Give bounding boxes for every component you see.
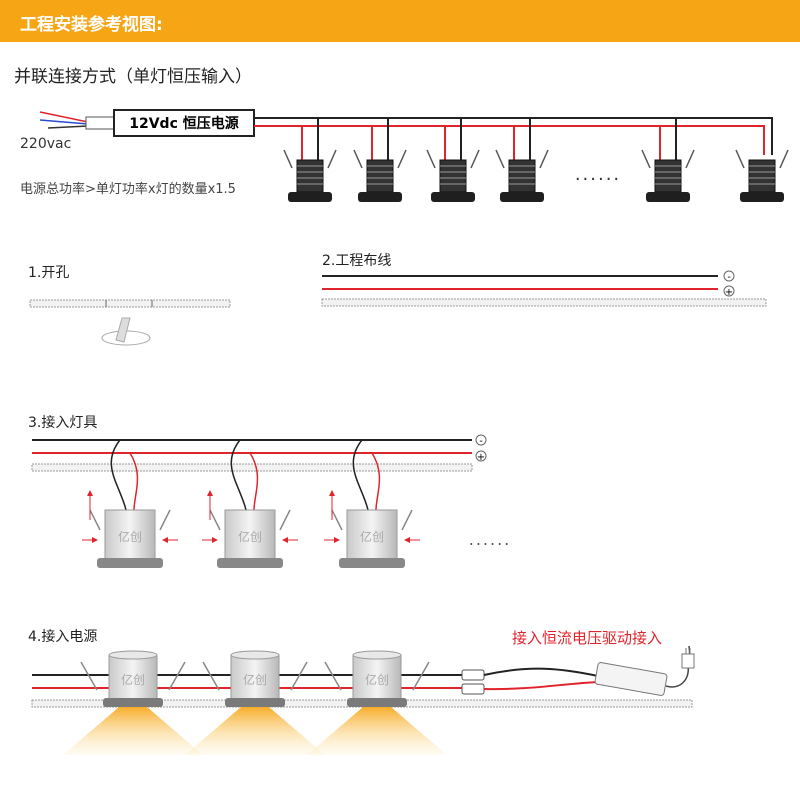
lamp-brand-text: 亿创 [365,672,389,687]
lamp-brand-text: 亿创 [238,529,262,544]
step3-plus-marker: + [475,450,487,463]
power-formula-note: 电源总功率>单灯功率x灯的数量x1.5 [20,182,236,197]
lamp-brand-text: 亿创 [360,529,384,544]
power-supply-box: 12Vdc 恒压电源 [113,109,255,137]
step1-label: 1.开孔 [28,265,70,281]
spot-lamp [283,118,337,202]
step3-plus-text: + [477,452,485,463]
spot-lamp [735,149,789,202]
more-lamps-ellipsis: ...... [575,164,621,185]
power-supply-label: 12Vdc 恒压电源 [129,115,239,132]
driver-connectors [461,667,599,695]
lamp-brand-text: 亿创 [118,529,142,544]
led-driver-box [594,662,689,696]
step2-plus-text: + [725,287,733,298]
spot-lamp [641,118,695,202]
lamp-brand-text: 亿创 [121,672,145,687]
driver-note: 接入恒流电压驱动接入 [512,629,663,647]
step2-minus-marker: - [723,270,735,283]
hole-saw-illustration [101,317,151,346]
step2-wiring [321,275,767,307]
spot-lamp [495,118,549,202]
step3-minus-marker: - [475,434,487,447]
step2-label: 2.工程布线 [322,253,392,269]
step4-lamp-row: 亿创 亿创 亿创 [63,650,447,755]
header-title: 工程安装参考视图: [20,15,163,35]
input-voltage-label: 220vac [20,136,72,152]
step2-plus-marker: + [723,285,735,298]
installed-lamp: 亿创 [63,650,203,755]
ac-plug-icon [681,645,695,669]
step3-minus-text: - [479,436,483,447]
step3-lamp-row: 亿创 亿创 亿创 [82,439,420,568]
spot-lamp [353,118,407,202]
step3-ellipsis: ...... [469,530,512,549]
wiring-method-title: 并联连接方式（单灯恒压输入） [14,67,252,87]
step2-minus-text: - [727,272,731,283]
spot-lamp [426,118,480,202]
lamp-brand-text: 亿创 [243,672,267,687]
header-banner: 工程安装参考视图: [0,0,800,42]
step3-label: 3.接入灯具 [28,415,98,431]
top-lamp-row [283,118,789,202]
step3-lamp: 亿创 [82,439,178,568]
installed-lamp: 亿创 [307,650,447,755]
step3-wiring [31,439,473,472]
step3-lamp: 亿创 [202,439,298,568]
step3-lamp: 亿创 [324,439,420,568]
input-cable [39,111,115,130]
main-bus-wires [254,117,773,155]
installed-lamp: 亿创 [185,650,325,755]
step1-ceiling-board [29,299,231,308]
step4-label: 4.接入电源 [28,629,98,645]
